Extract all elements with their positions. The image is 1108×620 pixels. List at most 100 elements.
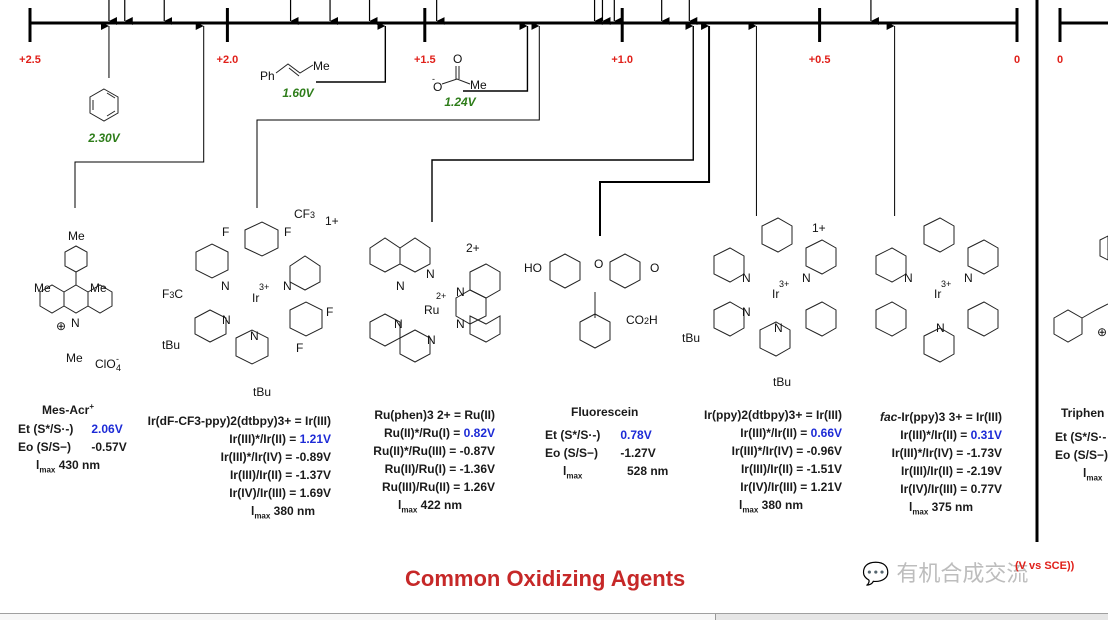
mes-acr-connector — [74, 22, 205, 208]
acetate-potential-label: 1.24V — [444, 95, 476, 109]
svg-text:CO2H: CO2H — [626, 313, 658, 327]
second-axis-tick-label: 0 — [1057, 54, 1063, 66]
ir-dfcf3-line-3: Ir(IV)/Ir(III) = 1.69V — [229, 486, 331, 500]
svg-text:N: N — [456, 317, 465, 331]
svg-text:N: N — [71, 316, 80, 330]
svg-text:Me: Me — [66, 351, 83, 365]
svg-text:O: O — [650, 261, 659, 275]
ir-ppy-dtbpy-line-0: Ir(III)*/Ir(II) = 0.66V — [740, 426, 842, 440]
section-title: Common Oxidizing Agents — [405, 566, 686, 591]
ru-phen-connector — [431, 22, 694, 222]
ir-ppy-dtbpy-line-2: Ir(III)/Ir(II) = -1.51V — [740, 462, 842, 476]
svg-text:3+: 3+ — [941, 279, 951, 289]
triphen-info: Triphen Et (S*/S·- Eo (S/S−) lmax — [1055, 404, 1108, 487]
fac-ir-ppy3-line-3: Ir(IV)/Ir(III) = 0.77V — [900, 482, 1002, 496]
svg-text:N: N — [802, 271, 811, 285]
svg-text:3+: 3+ — [779, 279, 789, 289]
fac-ir-ppy3-structure: N Ir 3+ N N — [875, 217, 999, 363]
ru-phen-info: Ru(phen)3 2+ = Ru(II) Ru(II)*/Ru(I) = 0.… — [365, 406, 495, 519]
svg-text:N: N — [250, 329, 259, 343]
svg-text:N: N — [936, 321, 945, 335]
triphen-lmax: lmax — [1083, 466, 1103, 483]
fac-ir-ppy3-title: fac-Ir(ppy)3 3+ = Ir(III) — [880, 410, 1003, 424]
mes-acr-info: Mes-Acr+ — [18, 398, 118, 419]
svg-text:-: - — [116, 354, 119, 364]
svg-text:Me: Me — [90, 281, 107, 295]
svg-text:N: N — [426, 267, 435, 281]
ru-phen-line-0: Ru(II)*/Ru(I) = 0.82V — [383, 426, 495, 440]
benzene-structure — [89, 88, 119, 122]
svg-text:Ph: Ph — [260, 69, 275, 83]
svg-text:4: 4 — [116, 363, 121, 373]
svg-text:CF3: CF3 — [294, 207, 315, 221]
wechat-icon: 💬 — [862, 562, 890, 587]
svg-text:F: F — [222, 225, 229, 239]
svg-text:N: N — [394, 317, 403, 331]
ru-phen-structure: N N 2+ Ru 2+ N N N N — [369, 237, 501, 363]
scrollbar-thumb[interactable] — [0, 614, 716, 620]
svg-text:Ru: Ru — [424, 303, 439, 317]
fluorescein-title: Fluorescein — [571, 405, 639, 419]
svg-text:N: N — [904, 271, 913, 285]
horizontal-scrollbar[interactable] — [0, 613, 1108, 620]
arrows — [74, 0, 896, 236]
svg-text:N: N — [964, 271, 973, 285]
svg-text:tBu: tBu — [773, 375, 791, 389]
ir-ppy-dtbpy-info: Ir(ppy)2(dtbpy)3+ = Ir(III) Ir(III)*/Ir(… — [700, 406, 842, 519]
ir-ppy-dtbpy-line-1: Ir(III)*/Ir(IV) = -0.96V — [731, 444, 842, 458]
ir-ppy-dtbpy-title: Ir(ppy)2(dtbpy)3+ = Ir(III) — [703, 408, 842, 422]
svg-text:3+: 3+ — [259, 282, 269, 292]
fac-ir-ppy3-lmax: lmax 375 nm — [908, 500, 974, 517]
svg-text:O: O — [433, 80, 442, 94]
svg-text:2+: 2+ — [466, 241, 480, 255]
svg-text:Me: Me — [313, 59, 330, 73]
svg-text:ClO: ClO — [95, 357, 116, 371]
triphen-eo: Eo (S/S−) — [1055, 448, 1108, 462]
ir-dfcf3-structure: F F F3C N Ir 3+ N CF3 1+ F F N tBu N tBu — [162, 207, 339, 399]
svg-text:Me: Me — [34, 281, 51, 295]
axis-tick-label: +2.5 — [19, 54, 41, 66]
watermark: 💬 有机合成交流 — [862, 562, 1029, 587]
ir-ppy-dtbpy-lmax: lmax 380 nm — [738, 498, 804, 515]
mes-acr-structure: Me Me Me N ⊕ Me ClO 4 - — [34, 229, 121, 373]
ir-ppy-dtbpy-structure: N Ir 3+ N 1+ N tBu N tBu — [682, 217, 837, 389]
svg-text:N: N — [221, 279, 230, 293]
svg-text:N: N — [396, 279, 405, 293]
triphen-structure-partial: ⊕ — [1053, 235, 1108, 343]
axis-tick-label: +2.0 — [217, 54, 239, 66]
svg-text:1+: 1+ — [325, 214, 339, 228]
axis-tick-label: 0 — [1014, 54, 1020, 66]
mes-acr-eo: Eo (S/S−) -0.57V — [18, 440, 127, 454]
methylstyrene-potential-label: 1.60V — [282, 86, 314, 100]
svg-text:O: O — [453, 52, 462, 66]
ir-dfcf3-connector — [256, 22, 540, 208]
ir-dfcf3-line-2: Ir(III)/Ir(II) = -1.37V — [229, 468, 331, 482]
svg-text:HO: HO — [524, 261, 542, 275]
svg-text:1+: 1+ — [812, 221, 826, 235]
svg-text:Ir: Ir — [934, 287, 941, 301]
svg-text:tBu: tBu — [253, 385, 271, 399]
svg-text:O: O — [594, 257, 603, 271]
fac-ir-ppy3-line-0: Ir(III)*/Ir(II) = 0.31V — [900, 428, 1002, 442]
fluorescein-eo: Eo (S/S−) -1.27V — [545, 446, 656, 460]
svg-text:Me: Me — [68, 229, 85, 243]
svg-text:Ir: Ir — [252, 291, 259, 305]
ru-phen-title: Ru(phen)3 2+ = Ru(II) — [374, 408, 495, 422]
mes-acr-lmax: lmax 430 nm — [36, 458, 101, 475]
ir-dfcf3-line-1: Ir(III)*/Ir(IV) = -0.89V — [220, 450, 331, 464]
svg-text:N: N — [742, 271, 751, 285]
methylstyrene-connector — [316, 22, 387, 83]
ir-ppy-dtbpy-line-3: Ir(IV)/Ir(III) = 1.21V — [740, 480, 842, 494]
ir-dfcf3-lmax: lmax 380 nm — [250, 504, 316, 521]
fluorescein-connector — [599, 22, 711, 236]
axis-tick-label: +1.5 — [414, 54, 436, 66]
svg-text:F: F — [326, 305, 333, 319]
svg-text:N: N — [427, 333, 436, 347]
unit-note: (V vs SCE)) — [1015, 560, 1075, 572]
benzene-potential-label: 2.30V — [87, 131, 120, 145]
svg-text:Me: Me — [470, 78, 487, 92]
mes-acr-title: Mes-Acr+ — [41, 402, 95, 417]
